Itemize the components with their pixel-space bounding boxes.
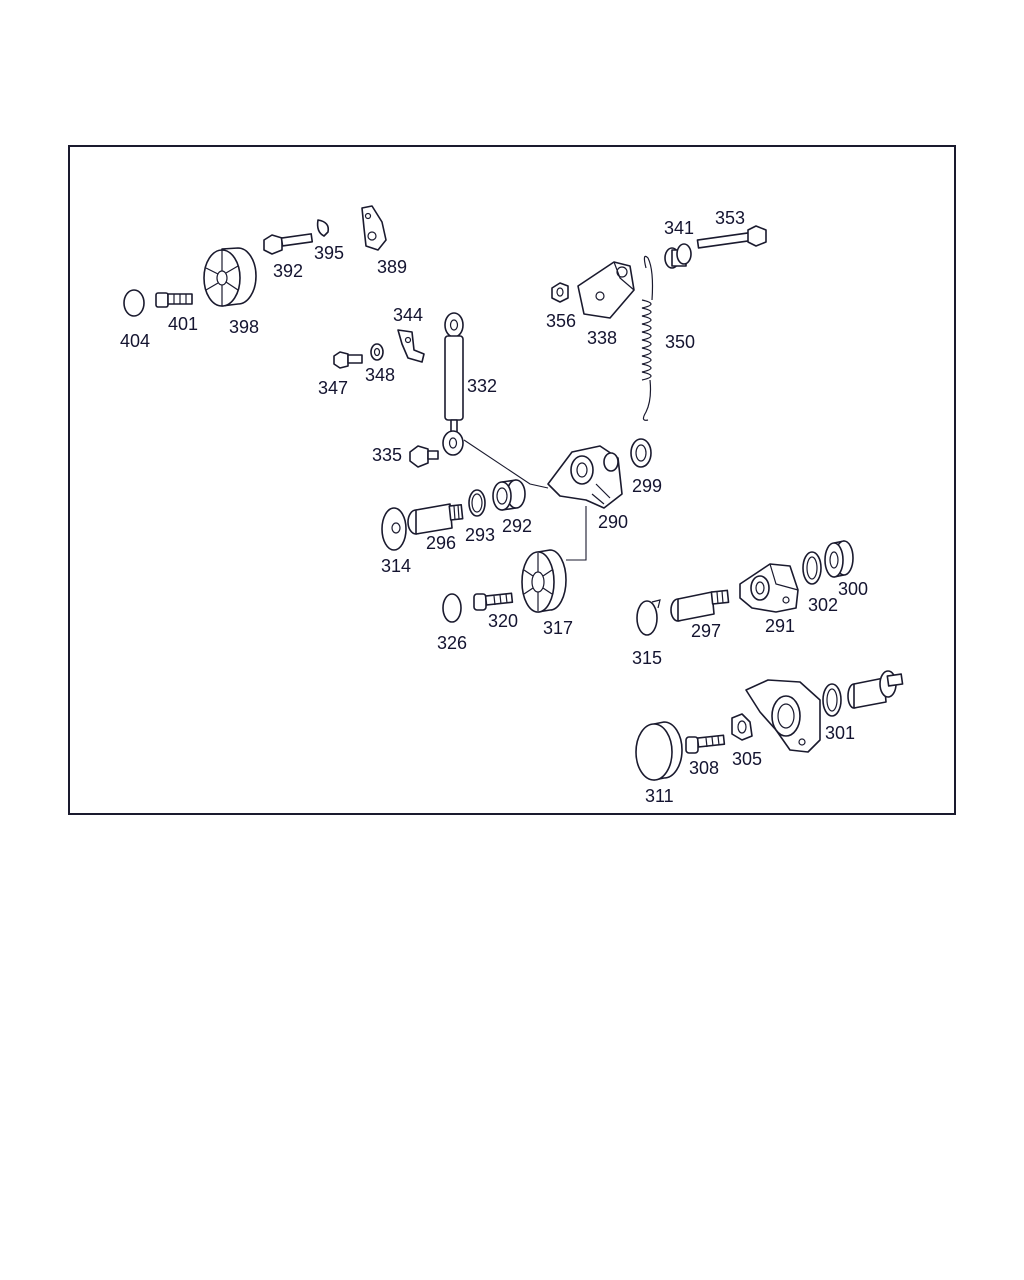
part-301-housing (745, 679, 821, 753)
part-291-bracket (739, 563, 799, 613)
label-297: 297 (691, 621, 721, 641)
label-395: 395 (314, 243, 344, 263)
label-299: 299 (632, 476, 662, 496)
part-301-ring (822, 683, 842, 717)
label-335: 335 (372, 445, 402, 465)
label-326: 326 (437, 633, 467, 653)
label-341: 341 (664, 218, 694, 238)
label-300: 300 (838, 579, 868, 599)
label-301: 301 (825, 723, 855, 743)
label-315: 315 (632, 648, 662, 668)
part-320-bolt (473, 592, 514, 611)
part-332-damper (442, 312, 464, 456)
label-320: 320 (488, 611, 518, 631)
part-299-washer (630, 438, 652, 468)
part-305-washer (731, 713, 753, 741)
part-389-bracket (361, 205, 387, 251)
part-302-ring (802, 551, 822, 585)
part-401-bolt (155, 292, 193, 308)
leader-332-290 (463, 439, 549, 489)
part-301-shaft (847, 670, 904, 709)
label-311: 311 (645, 786, 674, 806)
part-317-pulley (521, 549, 567, 613)
part-290-tensioner (547, 445, 623, 509)
part-315-cap (636, 599, 661, 636)
label-353: 353 (715, 208, 745, 228)
label-338: 338 (587, 328, 617, 348)
label-292: 292 (502, 516, 532, 536)
part-350-spring (641, 255, 654, 421)
label-317: 317 (543, 618, 573, 638)
label-404: 404 (120, 331, 150, 351)
part-311-cap (635, 721, 683, 781)
part-347-screw (333, 351, 363, 369)
part-395-clip (316, 219, 330, 237)
label-344: 344 (393, 305, 423, 325)
part-297-shaft (670, 589, 730, 622)
label-356: 356 (546, 311, 576, 331)
part-341-bushing (664, 243, 692, 269)
label-348: 348 (365, 365, 395, 385)
label-332: 332 (467, 376, 497, 396)
label-296: 296 (426, 533, 456, 553)
leader-290-317 (566, 506, 587, 561)
label-305: 305 (732, 749, 762, 769)
diagram-frame (68, 145, 956, 815)
label-392: 392 (273, 261, 303, 281)
part-353-bolt (696, 225, 767, 249)
label-291: 291 (765, 616, 795, 636)
label-302: 302 (808, 595, 838, 615)
part-335-bolt (409, 445, 439, 468)
label-290: 290 (598, 512, 628, 532)
label-398: 398 (229, 317, 259, 337)
label-314: 314 (381, 556, 411, 576)
part-344-bracket (397, 329, 425, 363)
part-404-cap (123, 289, 145, 317)
part-292-bearing (492, 479, 526, 511)
label-401: 401 (168, 314, 198, 334)
part-398-pulley (203, 247, 257, 307)
part-296-shaft (407, 503, 464, 535)
label-347: 347 (318, 378, 348, 398)
label-293: 293 (465, 525, 495, 545)
part-314-cap (381, 507, 407, 551)
part-392-bolt (263, 233, 314, 255)
part-300-bearing (824, 540, 854, 578)
part-326-cap (442, 593, 462, 623)
label-389: 389 (377, 257, 407, 277)
part-308-bolt (685, 734, 726, 754)
part-338-bracket (577, 261, 635, 319)
label-308: 308 (689, 758, 719, 778)
part-356-nut (551, 282, 569, 303)
part-293-ring (468, 489, 486, 517)
part-348-washer (370, 343, 384, 361)
label-350: 350 (665, 332, 695, 352)
